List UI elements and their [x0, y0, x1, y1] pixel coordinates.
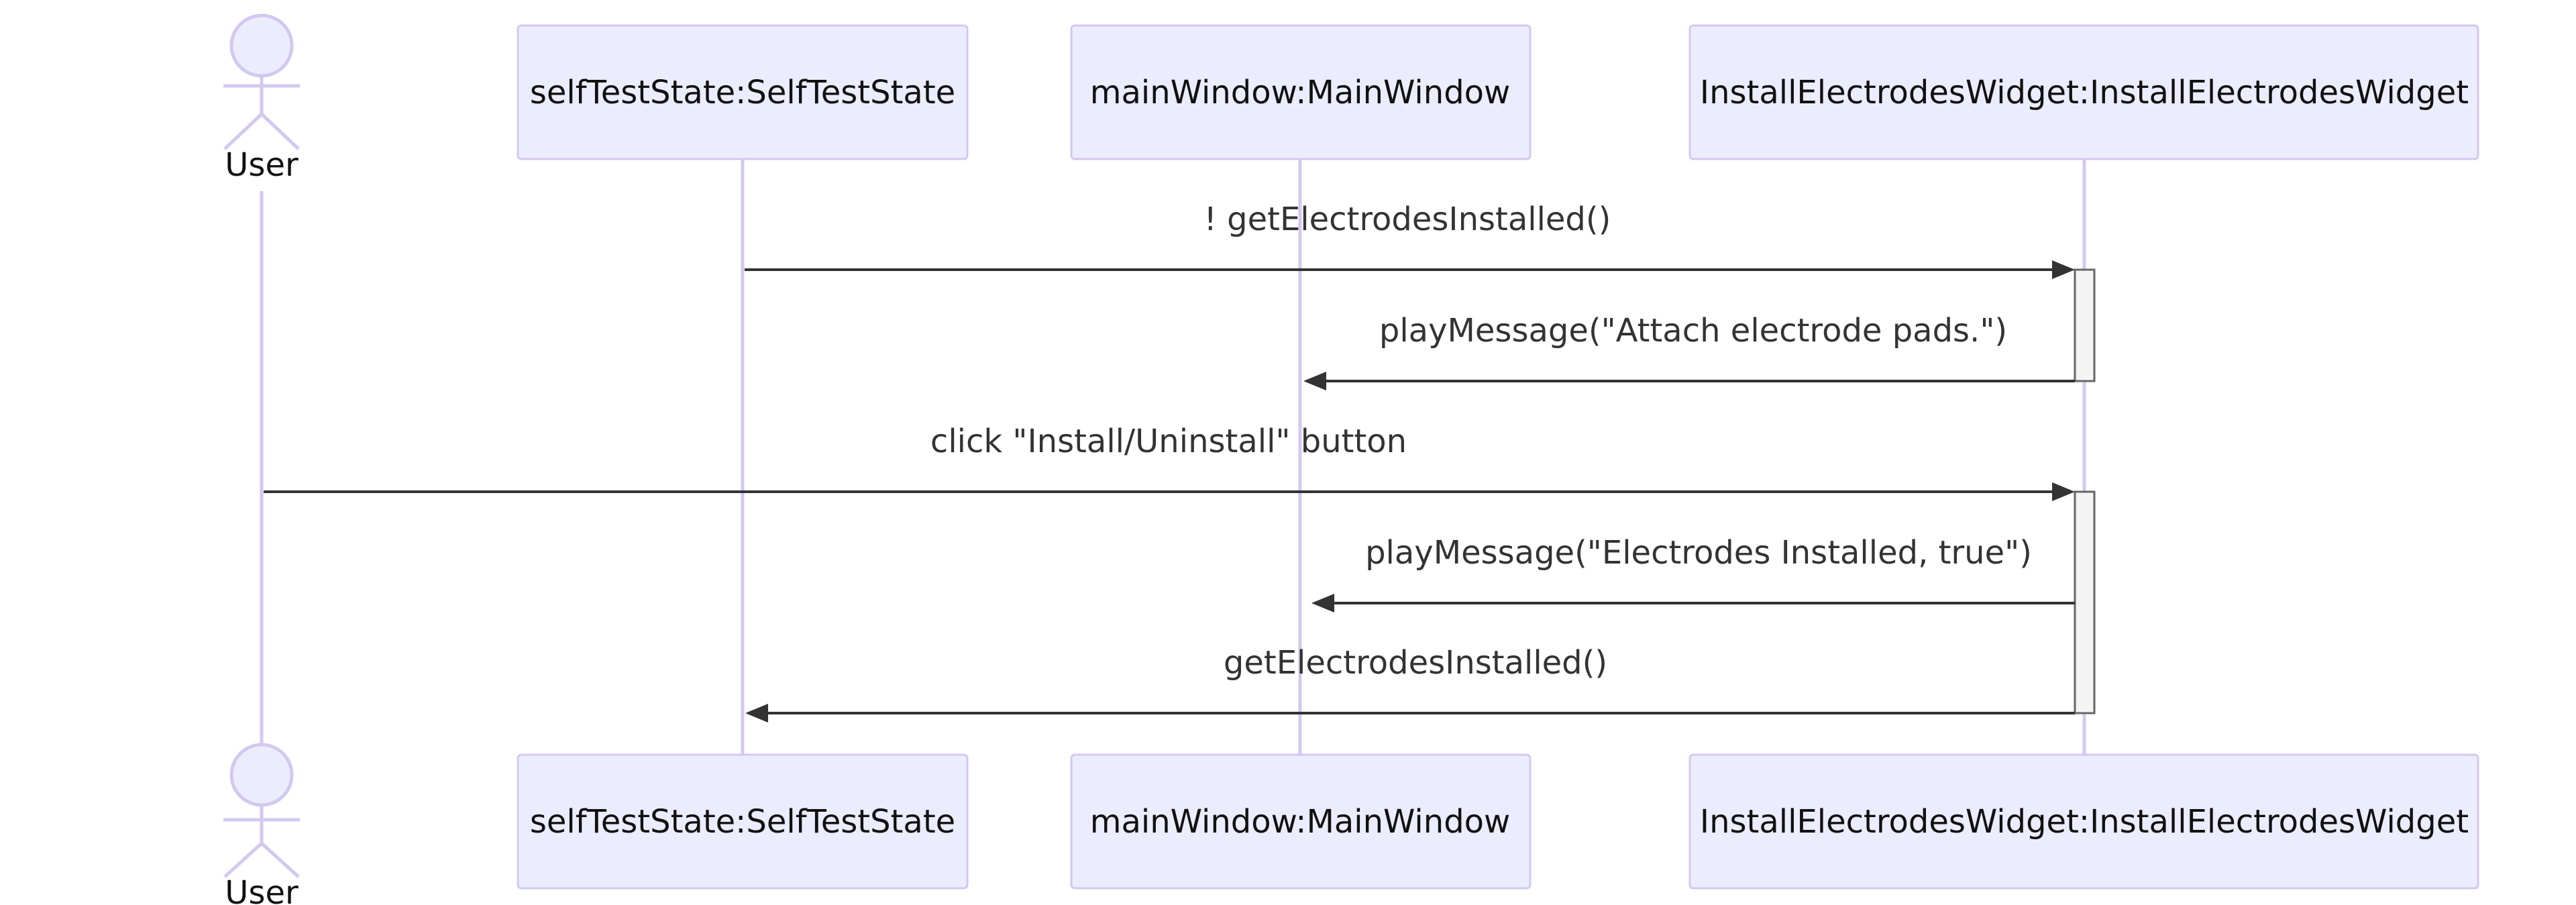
- actor-head-icon: [229, 743, 294, 807]
- participant-label: InstallElectrodesWidget:InstallElectrode…: [1700, 803, 2469, 841]
- arrowhead-right-icon: [2052, 260, 2075, 279]
- activation-bar-1: [2074, 268, 2096, 382]
- actor-left-leg: [223, 113, 263, 150]
- participant-box: [1070, 753, 1532, 890]
- actor-user-top: User: [223, 13, 300, 184]
- participant-label: InstallElectrodesWidget:InstallElectrode…: [1700, 74, 2469, 111]
- arrowhead-left-icon: [745, 704, 768, 723]
- message-label: ! getElectrodesInstalled(): [1204, 201, 1611, 238]
- message-label: playMessage("Attach electrode pads."): [1379, 312, 2007, 350]
- actor-head-icon: [229, 13, 294, 78]
- participant-selfteststate-top: selfTestState:SelfTestState: [517, 24, 969, 160]
- message-label: click "Install/Uninstall" button: [930, 423, 1407, 460]
- participant-mainwindow-top: mainWindow:MainWindow: [1070, 24, 1532, 160]
- participant-label: mainWindow:MainWindow: [1090, 803, 1511, 841]
- participant-label: selfTestState:SelfTestState: [530, 803, 955, 841]
- message-5: getElectrodesInstalled(): [745, 644, 2075, 723]
- actor-label: User: [225, 146, 299, 184]
- activation-bar-2: [2074, 490, 2096, 714]
- participant-box: [1070, 24, 1532, 160]
- actor-left-leg: [223, 842, 263, 878]
- message-3: click "Install/Uninstall" button: [264, 423, 2075, 501]
- message-label: playMessage("Electrodes Installed, true"…: [1365, 534, 2032, 572]
- actor-right-leg: [260, 113, 300, 150]
- message-4: playMessage("Electrodes Installed, true"…: [1311, 534, 2075, 613]
- arrowhead-left-icon: [1303, 372, 1326, 390]
- participant-installelectrodeswidget-bottom: InstallElectrodesWidget:InstallElectrode…: [1688, 753, 2479, 890]
- actor-label: User: [225, 874, 299, 905]
- participant-mainwindow-bottom: mainWindow:MainWindow: [1070, 753, 1532, 890]
- message-1: ! getElectrodesInstalled(): [745, 201, 2075, 279]
- participant-label: mainWindow:MainWindow: [1090, 74, 1511, 111]
- participant-selfteststate-bottom: selfTestState:SelfTestState: [517, 753, 969, 890]
- arrowhead-left-icon: [1311, 594, 1334, 613]
- message-label: getElectrodesInstalled(): [1224, 644, 1607, 682]
- actor-right-leg: [260, 842, 300, 878]
- participant-box: [517, 24, 969, 160]
- message-2: playMessage("Attach electrode pads."): [1303, 312, 2075, 390]
- participant-box: [1688, 753, 2479, 890]
- participant-box: [1688, 24, 2479, 160]
- participant-label: selfTestState:SelfTestState: [530, 74, 955, 111]
- actor-user-bottom: User: [223, 743, 300, 905]
- participant-box: [517, 753, 969, 890]
- participant-installelectrodeswidget-top: InstallElectrodesWidget:InstallElectrode…: [1688, 24, 2479, 160]
- arrowhead-right-icon: [2052, 482, 2075, 501]
